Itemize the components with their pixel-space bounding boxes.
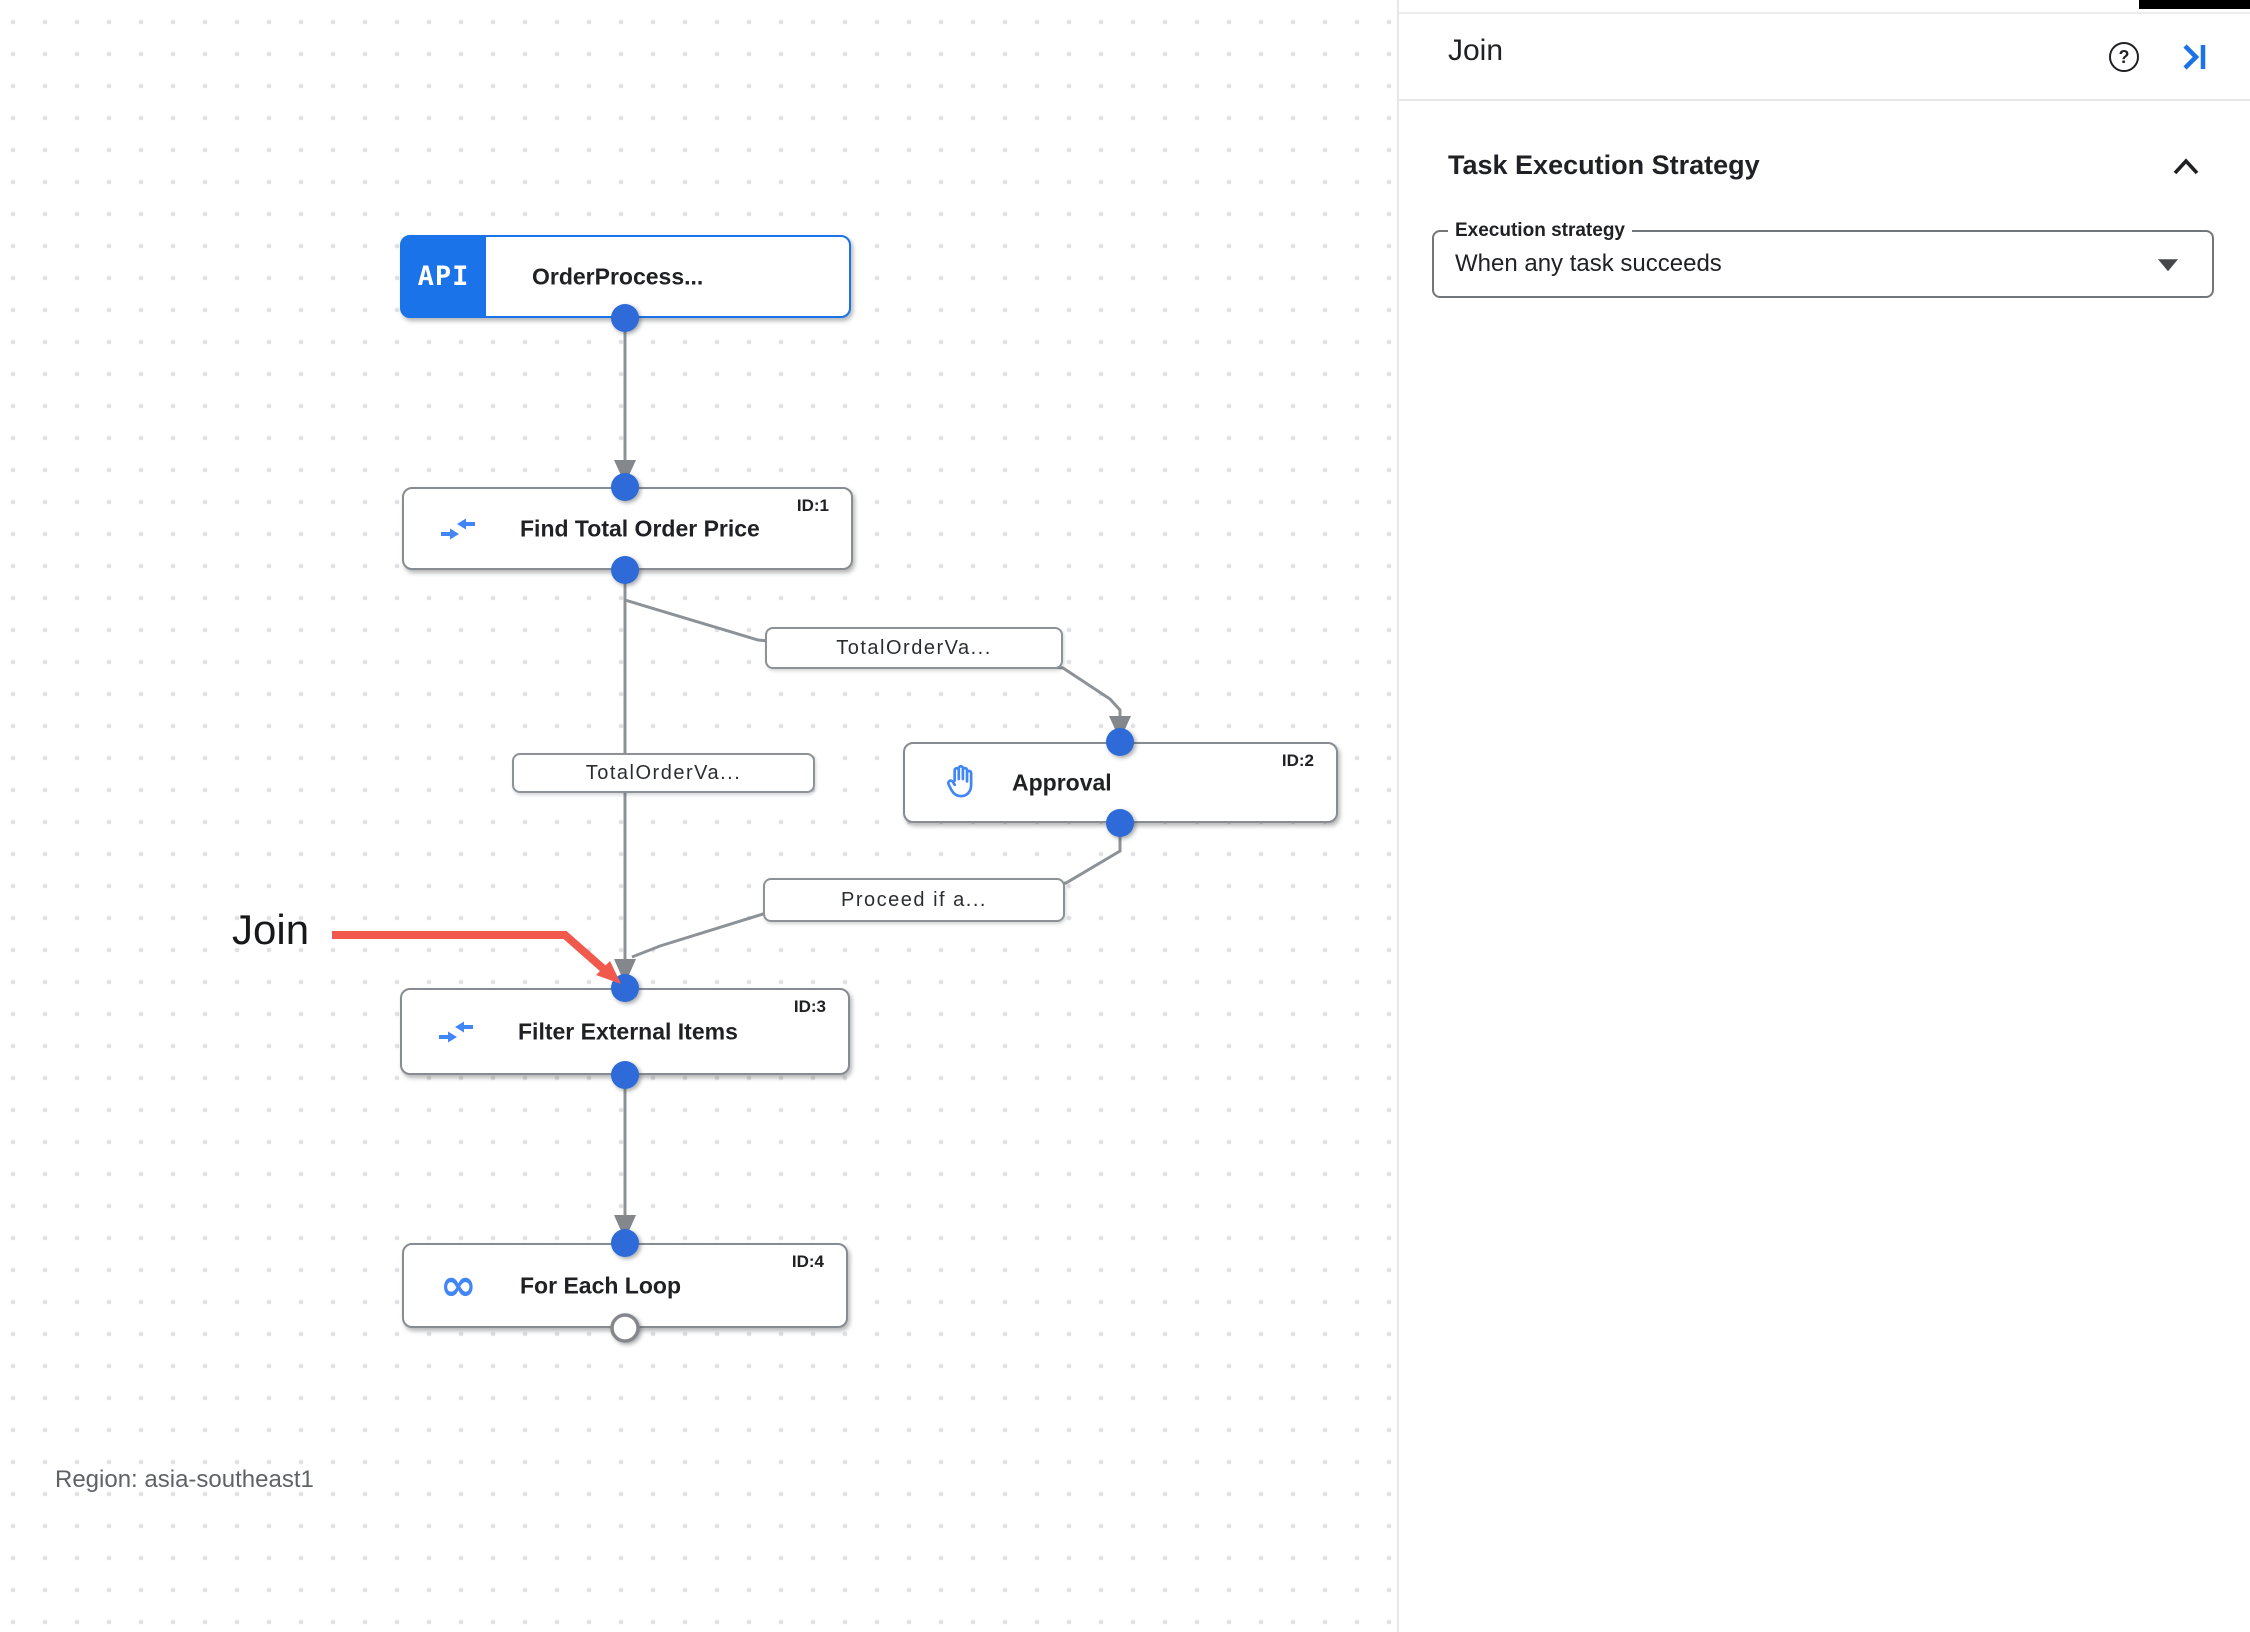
arrowhead-icon: [614, 460, 636, 484]
panel-top-divider: [1399, 12, 2250, 14]
node-approval[interactable]: Approval ID:2: [903, 742, 1338, 823]
help-glyph: ?: [2118, 46, 2130, 67]
chevron-up-icon[interactable]: [2171, 156, 2201, 183]
edge-label[interactable]: TotalOrderVa...: [512, 753, 815, 793]
collapse-panel-icon[interactable]: [2179, 42, 2211, 77]
execution-strategy-select[interactable]: Execution strategy When any task succeed…: [1432, 220, 2214, 298]
panel-header-divider: [1399, 99, 2250, 101]
panel-title: Join: [1448, 34, 1504, 67]
config-panel: Join ? Task Execution Strategy Execution…: [1397, 0, 2250, 1632]
arrowhead-icon: [614, 1215, 636, 1240]
node-id-badge: ID:2: [1281, 751, 1314, 770]
data-mapping-icon: [438, 1019, 474, 1045]
data-mapping-icon: [440, 516, 476, 542]
node-id-badge: ID:1: [796, 496, 829, 515]
api-trigger-icon: API: [401, 236, 486, 317]
execution-strategy-label: Execution strategy: [1448, 220, 1632, 242]
dropdown-arrow-icon: [2158, 259, 2178, 272]
node-for-each-loop[interactable]: ∞ For Each Loop ID:4: [402, 1243, 848, 1328]
workflow-canvas[interactable]: API OrderProcess... Find Total Order Pri…: [0, 0, 1397, 1632]
approval-hand-icon: [942, 763, 980, 803]
section-title: Task Execution Strategy: [1448, 150, 1760, 180]
node-title: Approval: [1012, 769, 1112, 795]
edge-label[interactable]: TotalOrderVa...: [765, 627, 1063, 669]
node-find-total-order-price[interactable]: Find Total Order Price ID:1: [402, 487, 853, 570]
node-order-process-trigger[interactable]: API OrderProcess...: [400, 235, 851, 318]
node-title: For Each Loop: [520, 1272, 681, 1298]
arrowhead-icon: [1109, 716, 1131, 740]
node-id-badge: ID:3: [793, 997, 826, 1016]
node-id-badge: ID:4: [791, 1252, 824, 1271]
for-each-loop-icon: ∞: [440, 1259, 477, 1311]
help-icon[interactable]: ?: [2109, 42, 2139, 72]
node-filter-external-items[interactable]: Filter External Items ID:3: [400, 988, 850, 1075]
annotation-arrow: [332, 931, 621, 984]
node-title: OrderProcess...: [532, 263, 704, 289]
top-black-bar: [2139, 0, 2250, 9]
edge-label[interactable]: Proceed if a...: [763, 878, 1065, 922]
node-title: Find Total Order Price: [520, 515, 760, 541]
execution-strategy-value: When any task succeeds: [1455, 250, 1722, 277]
node-title: Filter External Items: [518, 1018, 738, 1044]
arrowhead-icon: [614, 959, 636, 984]
annotation-join-label: Join: [232, 906, 310, 953]
region-label: Region: asia-southeast1: [55, 1466, 314, 1493]
